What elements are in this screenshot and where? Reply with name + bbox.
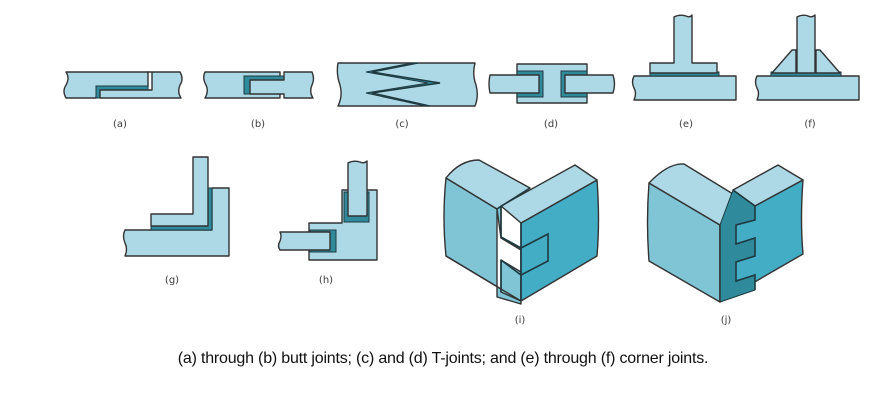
joint-c: [336, 62, 478, 107]
figure-caption: (a) through (b) butt joints; (c) and (d)…: [177, 350, 709, 367]
label-g: (g): [165, 275, 179, 286]
label-b: (b): [251, 119, 265, 130]
label-j: (j): [721, 315, 732, 326]
label-f: (f): [804, 119, 815, 130]
joint-f: [754, 14, 860, 101]
joint-j: [646, 163, 804, 303]
joint-i: [443, 159, 600, 305]
label-e: (e): [679, 119, 693, 130]
joint-b: [203, 71, 315, 99]
label-c: (c): [395, 119, 408, 130]
joint-a: [63, 71, 183, 99]
joint-d: [488, 63, 616, 104]
label-i: (i): [515, 315, 526, 326]
joint-h: [277, 160, 378, 261]
label-a: (a): [113, 119, 127, 130]
joint-g: [122, 156, 230, 257]
label-h: (h): [319, 275, 333, 286]
label-d: (d): [544, 119, 558, 130]
joint-e: [631, 14, 737, 101]
